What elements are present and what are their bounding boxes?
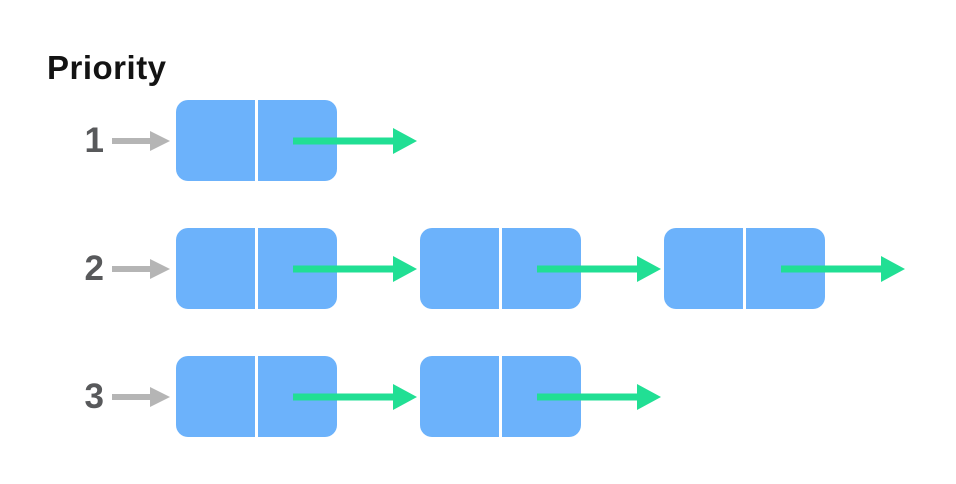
next-pointer-arrow-icon	[293, 127, 417, 154]
node-divider	[255, 100, 258, 181]
head-pointer-arrow-icon	[112, 386, 170, 407]
linked-list-node	[664, 228, 905, 309]
node-divider	[743, 228, 746, 309]
node-data-cell	[176, 100, 257, 181]
node-chain	[176, 100, 420, 181]
node-data-cell	[176, 356, 257, 437]
next-pointer-arrow-icon	[781, 255, 905, 282]
node-data-cell	[176, 228, 257, 309]
priority-row-label: 1	[84, 121, 104, 160]
linked-list-node	[176, 228, 417, 309]
head-pointer-arrow-icon	[112, 130, 170, 151]
head-pointer-arrow-icon	[112, 258, 170, 279]
node-chain	[176, 356, 664, 437]
diagram-title: Priority	[47, 49, 167, 86]
next-pointer-arrow-icon	[537, 383, 661, 410]
node-divider	[255, 228, 258, 309]
linked-list-node	[176, 100, 417, 181]
node-data-cell	[420, 356, 501, 437]
next-pointer-arrow-icon	[293, 383, 417, 410]
node-data-cell	[420, 228, 501, 309]
node-divider	[499, 228, 502, 309]
next-pointer-arrow-icon	[537, 255, 661, 282]
linked-list-node	[420, 228, 661, 309]
priority-row: 2	[36, 228, 908, 309]
linked-list-node	[176, 356, 417, 437]
node-divider	[255, 356, 258, 437]
next-pointer-arrow-icon	[293, 255, 417, 282]
priority-row: 1	[36, 100, 420, 181]
priority-row-label: 3	[84, 377, 104, 416]
priority-row-label: 2	[84, 249, 104, 288]
node-data-cell	[664, 228, 745, 309]
priority-row: 3	[36, 356, 664, 437]
linked-list-node	[420, 356, 661, 437]
node-divider	[499, 356, 502, 437]
node-chain	[176, 228, 908, 309]
